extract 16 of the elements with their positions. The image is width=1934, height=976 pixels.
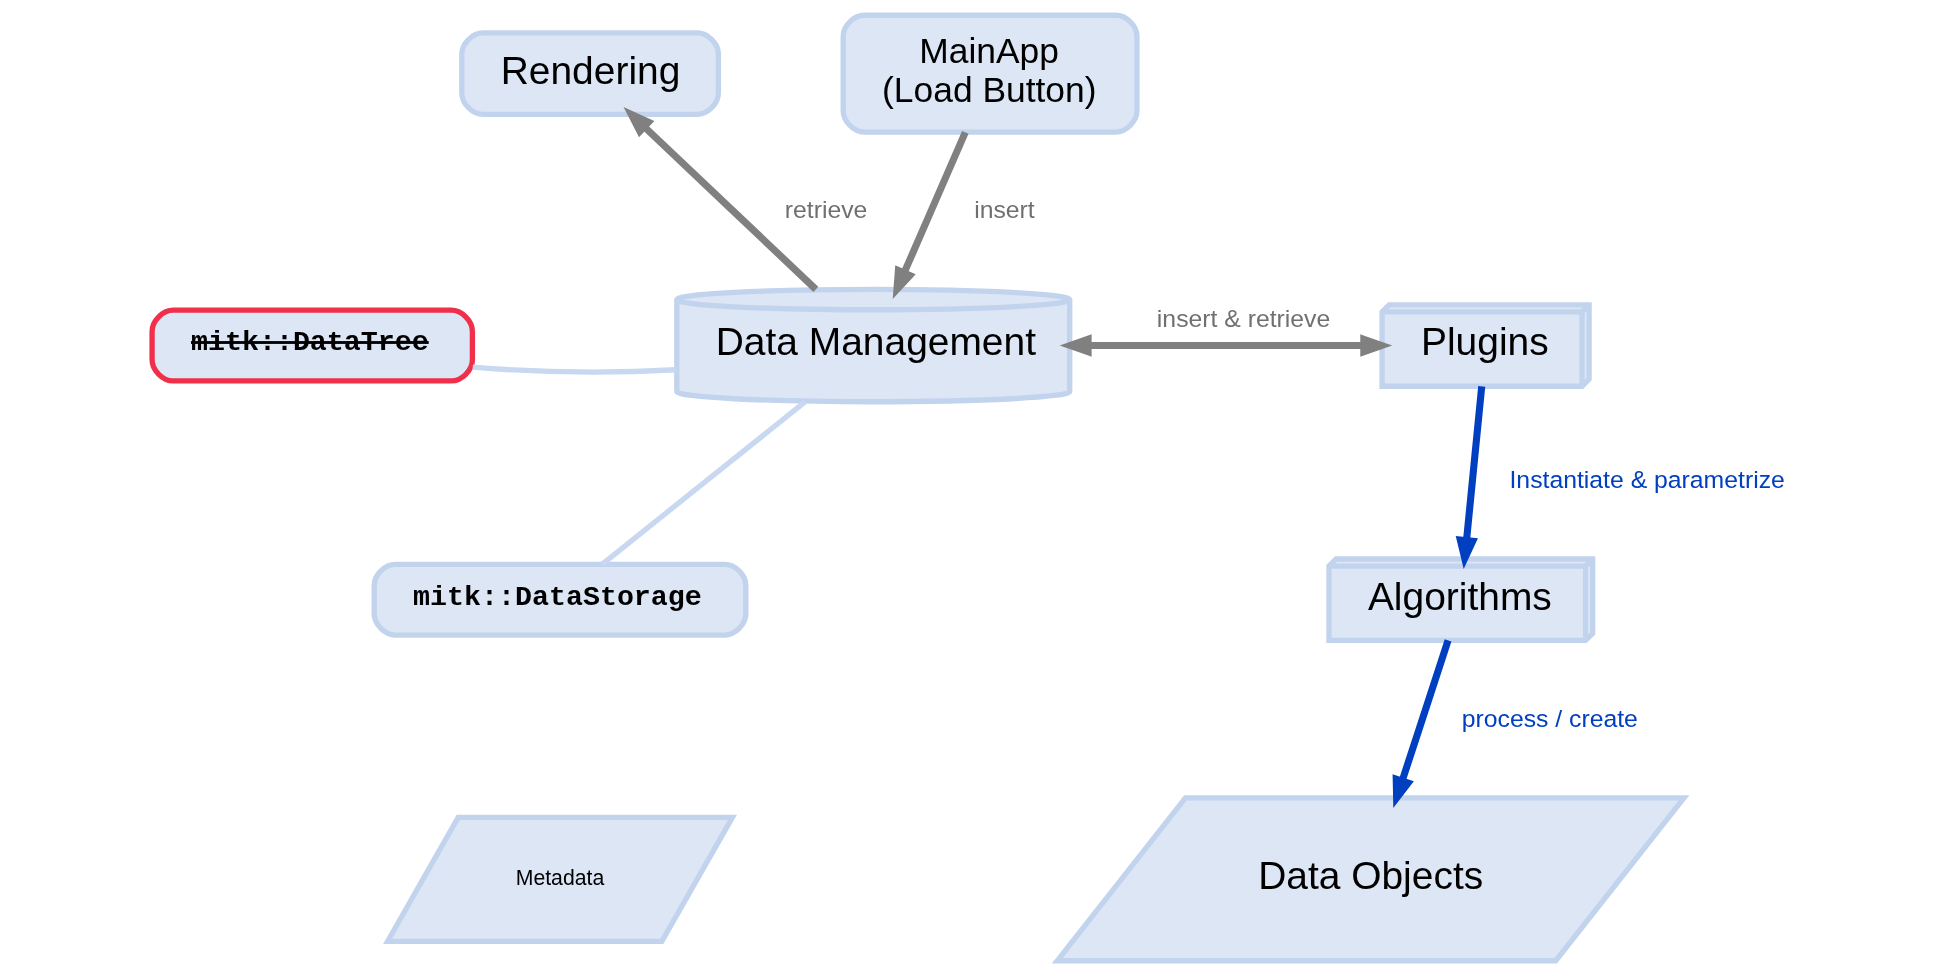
edge-label: insert <box>973 196 1035 224</box>
arrow <box>1455 386 1485 569</box>
node-box: mitk::DataTree <box>148 307 475 384</box>
node-box: MainApp (Load Button) <box>840 12 1140 135</box>
node-box: mitk::DataStorage <box>371 561 748 638</box>
arrow <box>892 130 969 300</box>
edge-label: insert & retrieve <box>1156 305 1330 333</box>
connector <box>600 399 807 567</box>
arrow <box>623 107 818 292</box>
connector <box>472 364 676 375</box>
arrow <box>1392 639 1451 809</box>
edge-label: Instantiate & parametrize <box>1508 465 1785 493</box>
edge-label: retrieve <box>784 196 867 224</box>
arrow <box>1059 334 1392 357</box>
node-box: Rendering <box>458 30 721 117</box>
edge-label: process / create <box>1461 704 1638 732</box>
